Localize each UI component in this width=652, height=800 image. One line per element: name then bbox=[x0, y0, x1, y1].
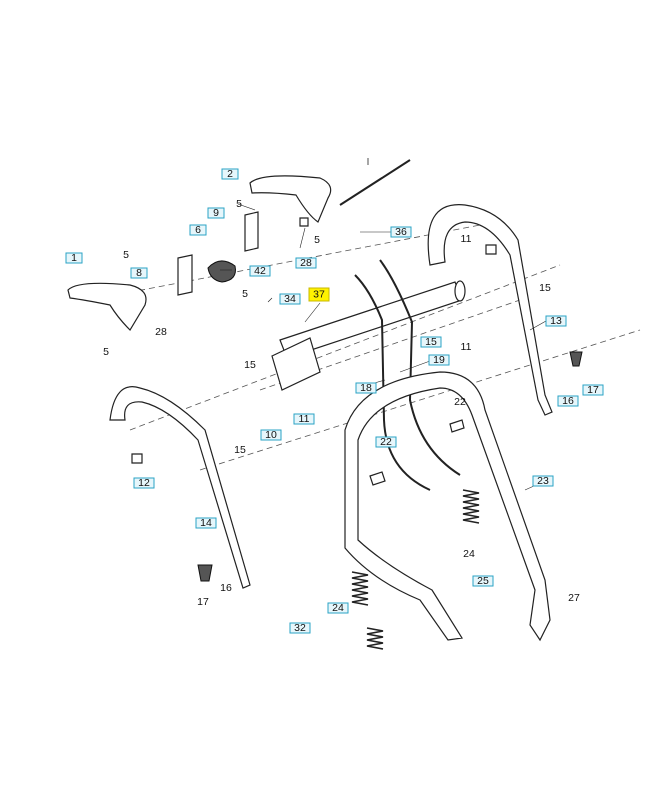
callout-label: 36 bbox=[395, 226, 407, 238]
callout-label: 1 bbox=[71, 252, 77, 264]
label-17: 17 bbox=[197, 596, 209, 608]
callout-label: 25 bbox=[477, 575, 489, 587]
callout-label: 2 bbox=[227, 168, 233, 180]
callout-25[interactable]: 25 bbox=[472, 575, 494, 587]
label-22: 22 bbox=[454, 396, 466, 408]
label-5: 5 bbox=[242, 288, 248, 300]
callout-12[interactable]: 12 bbox=[133, 477, 155, 489]
callout-24[interactable]: 24 bbox=[327, 602, 349, 614]
callout-label: 17 bbox=[587, 384, 599, 396]
callout-8[interactable]: 8 bbox=[130, 267, 148, 279]
callout-label: 28 bbox=[300, 257, 312, 269]
callout-label: 42 bbox=[254, 265, 266, 277]
callout-label: 10 bbox=[265, 429, 277, 441]
callout-10[interactable]: 10 bbox=[260, 429, 282, 441]
callout-label: 34 bbox=[284, 293, 296, 305]
label-24: 24 bbox=[463, 548, 475, 560]
callout-label: 19 bbox=[433, 354, 445, 366]
callout-15[interactable]: 15 bbox=[420, 336, 442, 348]
label-27: 27 bbox=[568, 592, 580, 604]
callout-18[interactable]: 18 bbox=[355, 382, 377, 394]
callout-2[interactable]: 2 bbox=[221, 168, 239, 180]
callout-label: 6 bbox=[195, 224, 201, 236]
callout-label: 8 bbox=[136, 267, 142, 279]
callout-label: 12 bbox=[138, 477, 150, 489]
callout-13[interactable]: 13 bbox=[545, 315, 567, 327]
label-11: 11 bbox=[461, 233, 472, 245]
label-5: 5 bbox=[236, 198, 242, 210]
callout-6[interactable]: 6 bbox=[189, 224, 207, 236]
label-5: 5 bbox=[103, 346, 109, 358]
callout-36[interactable]: 36 bbox=[390, 226, 412, 238]
label-16: 16 bbox=[220, 582, 232, 594]
plain-labels: 5 5 5 5 5 28 11 11 15 15 15 22 24 17 16 … bbox=[103, 198, 580, 608]
callout-label: 18 bbox=[360, 382, 372, 394]
callout-16[interactable]: 16 bbox=[557, 395, 579, 407]
callout-14[interactable]: 14 bbox=[195, 517, 217, 529]
callout-label: 15 bbox=[425, 336, 437, 348]
callout-19[interactable]: 19 bbox=[428, 354, 450, 366]
callout-34[interactable]: 34 bbox=[279, 293, 301, 305]
label-5: 5 bbox=[123, 249, 129, 261]
callout-label: 11 bbox=[299, 413, 310, 425]
callout-label: 13 bbox=[550, 315, 562, 327]
label-28: 28 bbox=[155, 326, 167, 338]
parts-drawing bbox=[67, 158, 641, 650]
callout-9[interactable]: 9 bbox=[207, 207, 225, 219]
label-11: 11 bbox=[461, 341, 472, 353]
callout-28[interactable]: 28 bbox=[295, 257, 317, 269]
callout-11[interactable]: 11 bbox=[293, 413, 315, 425]
callout-17[interactable]: 17 bbox=[582, 384, 604, 396]
callout-label: 23 bbox=[537, 475, 549, 487]
label-5: 5 bbox=[314, 234, 320, 246]
label-15: 15 bbox=[234, 444, 246, 456]
callout-label: 22 bbox=[380, 436, 392, 448]
callout-label: 14 bbox=[200, 517, 212, 529]
label-15: 15 bbox=[244, 359, 256, 371]
label-15: 15 bbox=[539, 282, 551, 294]
callout-label: 16 bbox=[562, 395, 574, 407]
callout-22[interactable]: 22 bbox=[375, 436, 397, 448]
callout-label: 32 bbox=[294, 622, 306, 634]
callout-23[interactable]: 23 bbox=[532, 475, 554, 487]
callout-37[interactable]: 37 bbox=[308, 287, 330, 302]
callout-label: 24 bbox=[332, 602, 344, 614]
callout-32[interactable]: 32 bbox=[289, 622, 311, 634]
callout-1[interactable]: 1 bbox=[65, 252, 83, 264]
callout-label: 9 bbox=[213, 207, 219, 219]
callout-label: 37 bbox=[313, 289, 325, 301]
callout-42[interactable]: 42 bbox=[249, 265, 271, 277]
